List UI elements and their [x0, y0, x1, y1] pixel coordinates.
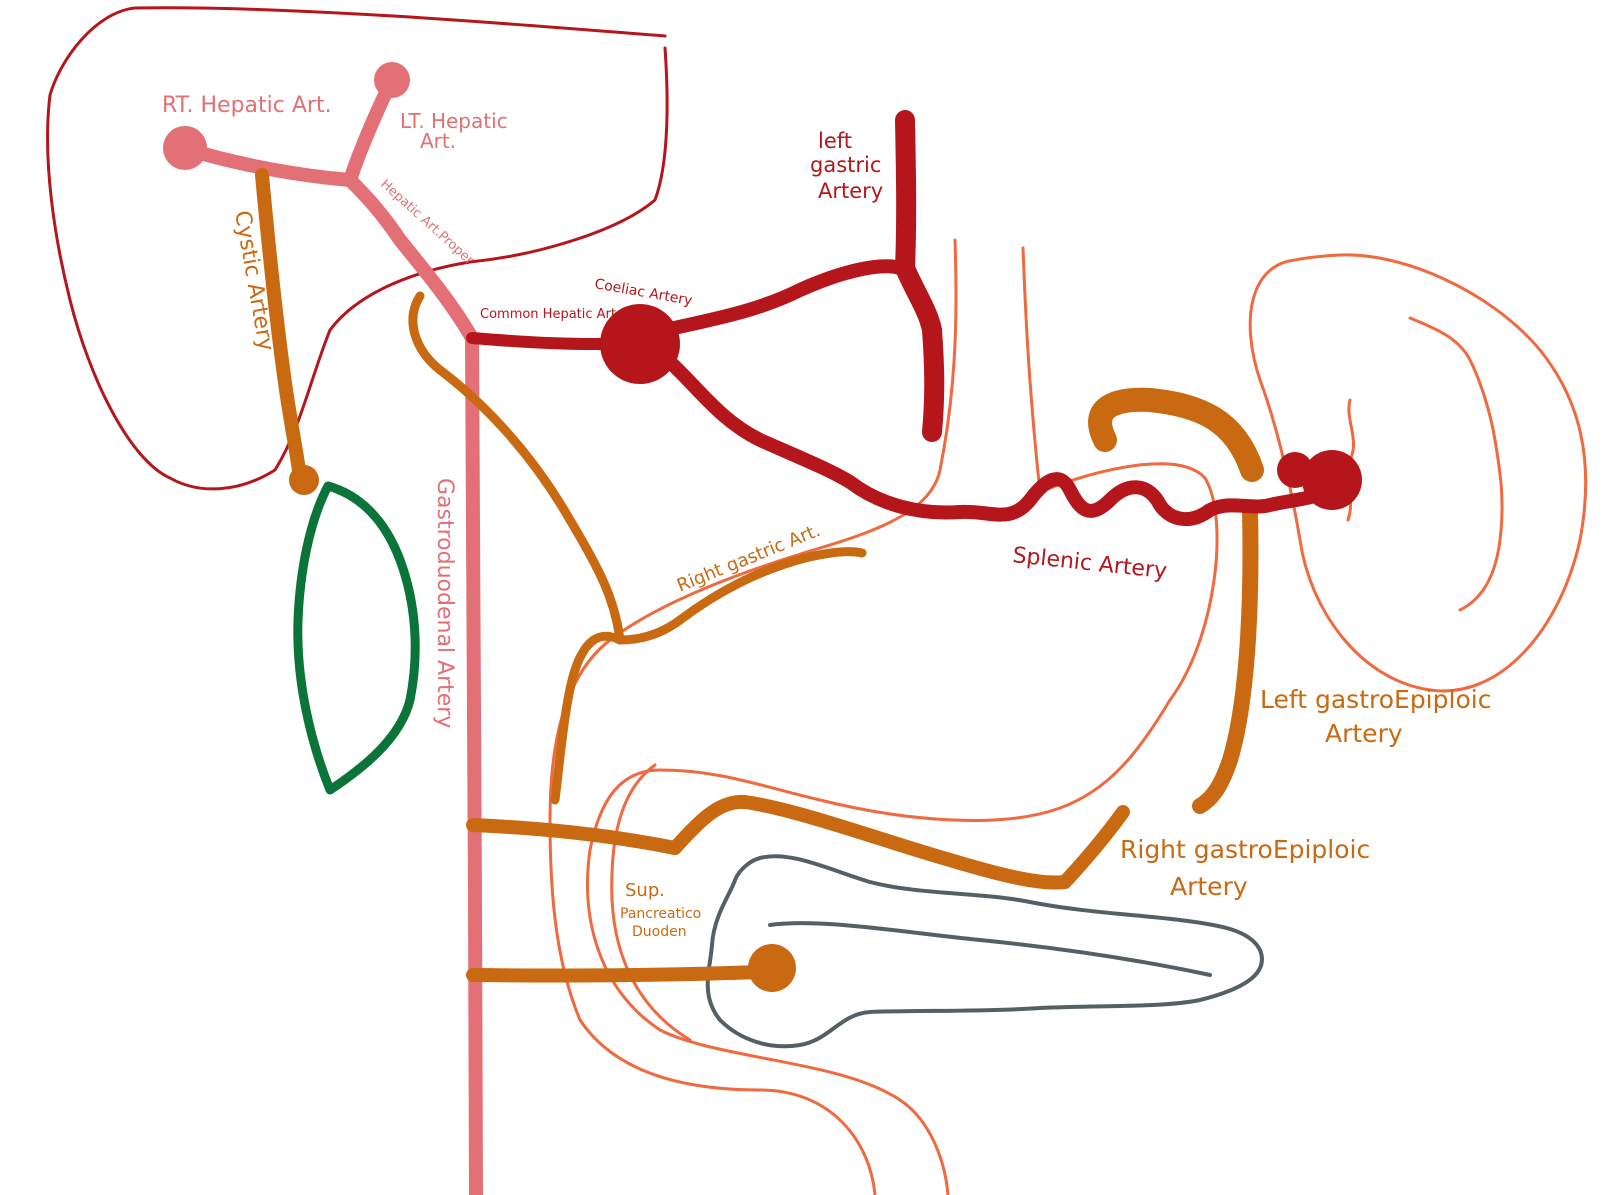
liver-outline [46, 6, 669, 491]
gastroduodenal-artery [465, 331, 483, 1195]
label-sup-panc-2: Pancreatico [620, 906, 701, 922]
label-rt-hepatic: RT. Hepatic Art. [162, 93, 332, 118]
label-right-gastroepiploic-2: Artery [1170, 872, 1248, 901]
left-gastric-artery [658, 259, 907, 337]
cystic-artery [255, 168, 307, 485]
label-left-gastric-1: left [818, 129, 852, 153]
sup-pancreaticoduodenal-end [748, 944, 796, 992]
stomach-outline-inner [586, 246, 1219, 1195]
pancreatic-duct [768, 921, 1212, 977]
label-right-gastroepiploic-1: Right gastroEpiploic [1120, 835, 1370, 864]
label-lt-hepatic-1: LT. Hepatic [400, 109, 508, 133]
sup-pancreaticoduodenal-artery [466, 965, 767, 983]
label-left-gastric-3: Artery [818, 179, 883, 203]
spleen-outline [1248, 253, 1588, 693]
hepatic-art-proper [343, 173, 479, 345]
splenic-artery-bulb [1277, 452, 1313, 488]
label-left-gastroepiploic-1: Left gastroEpiploic [1260, 685, 1491, 714]
label-common-hepatic: Common Hepatic Art. [480, 307, 620, 322]
stomach-outline-outer [548, 238, 958, 1195]
duodenum-curve [610, 763, 692, 1042]
label-lt-hepatic-2: Art. [420, 129, 456, 153]
right-gastroepiploic-artery [466, 794, 1130, 890]
label-splenic: Splenic Artery [1011, 543, 1168, 584]
splenic-artery-end [1302, 450, 1362, 510]
spleen-hilum-line-1 [1408, 316, 1504, 612]
label-left-gastric-2: gastric [810, 153, 881, 177]
label-sup-panc-1: Sup. [625, 880, 665, 901]
splenic-artery [663, 355, 1337, 526]
label-left-gastroepiploic-2: Artery [1325, 719, 1403, 748]
right-gastric-artery-descending [550, 631, 625, 805]
label-sup-panc-3: Duoden [632, 924, 687, 940]
label-gastroduodenal: Gastroduodenal Artery [432, 478, 457, 728]
cystic-artery-end [289, 465, 319, 495]
gallbladder [293, 481, 420, 795]
left-gastric-artery-vertical [895, 110, 945, 442]
lt-hepatic-end [374, 62, 410, 98]
right-gastric-artery [408, 291, 867, 645]
left-gastroepiploic-artery [1192, 502, 1259, 814]
left-gastroepiploic-upper-loop [1088, 387, 1264, 482]
coeliac-artery [600, 304, 680, 384]
rt-hepatic-artery [183, 143, 357, 187]
rt-hepatic-end [163, 126, 207, 170]
